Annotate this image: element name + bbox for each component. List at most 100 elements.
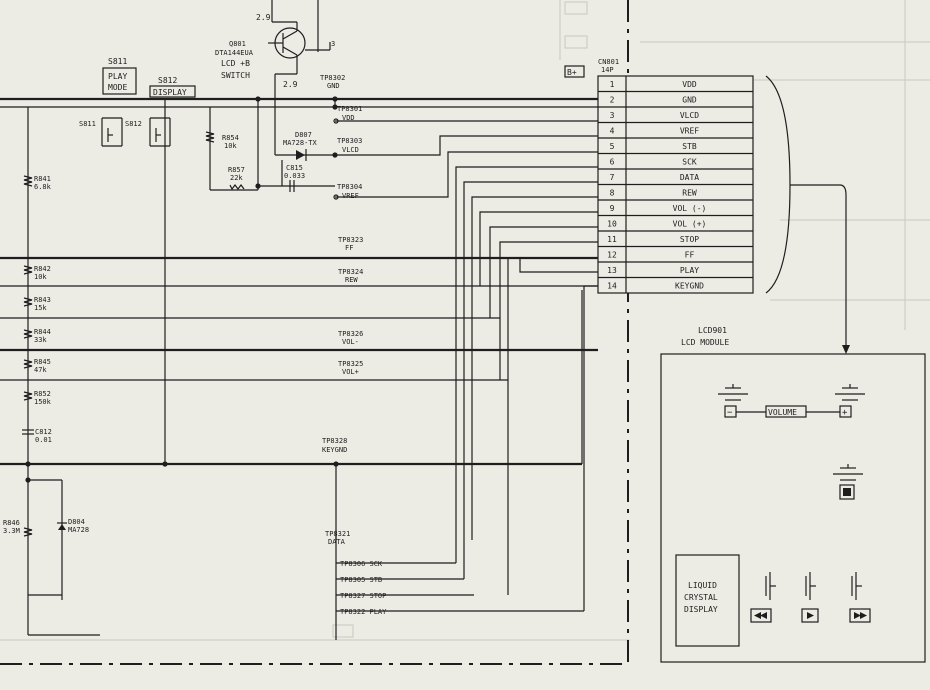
svg-text:R844: R844 (34, 328, 51, 336)
svg-text:VOL-: VOL- (342, 338, 359, 346)
testpoints-lower: TP8323 FF TP8324 REW TP8326 VOL- TP8325 … (322, 236, 387, 616)
svg-text:MA728: MA728 (68, 526, 89, 534)
cn801-pin-number: 2 (610, 96, 615, 105)
svg-text:TP8323: TP8323 (338, 236, 363, 244)
svg-text:TP8328: TP8328 (322, 437, 347, 445)
svg-text:VDD: VDD (342, 114, 355, 122)
svg-text:R843: R843 (34, 296, 51, 304)
cn801-pin-number: 3 (610, 111, 615, 120)
svg-text:0.01: 0.01 (35, 436, 52, 444)
svg-text:CRYSTAL: CRYSTAL (684, 593, 718, 602)
cn801-pin-name: GND (682, 96, 697, 105)
q801-function-line2: SWITCH (221, 71, 250, 80)
svg-text:REW: REW (345, 276, 358, 284)
svg-text:KEYGND: KEYGND (322, 446, 347, 454)
cn801-pin-name: VDD (682, 80, 697, 89)
d807-ref: D807 (295, 131, 312, 139)
liquid-crystal-display (675, 554, 740, 647)
q801-ref: Q801 (229, 40, 246, 48)
s812-ref: S812 (158, 76, 177, 85)
svg-text:D804: D804 (68, 518, 85, 526)
svg-text:TP8303: TP8303 (337, 137, 362, 145)
transistor-q801: 2.9 Q801 DTA144EUA LCD +B SWITCH 2.9 3 (215, 0, 335, 89)
svg-text:TP8327 STOP: TP8327 STOP (340, 592, 386, 600)
cn801-pin-name: STOP (680, 235, 699, 244)
stop-switch (833, 464, 863, 500)
cn801-pin-name: STB (682, 142, 697, 151)
switch-labels: S811 PLAY MODE S812 DISPLAY (102, 57, 196, 98)
volume-switches: − VOLUME + (718, 384, 865, 418)
transport-switches (750, 572, 871, 623)
lcd-module: LCD901 LCD MODULE − VOLUME + (660, 326, 926, 663)
svg-text:DISPLAY: DISPLAY (684, 605, 718, 614)
d807-part: MA728-TX (283, 139, 318, 147)
cn801-pin-number: 5 (610, 142, 615, 151)
play-icon (807, 612, 814, 619)
svg-text:TP8306 SCK: TP8306 SCK (340, 560, 383, 568)
svg-text:TP8325: TP8325 (338, 360, 363, 368)
cn801-pin-name: REW (682, 189, 697, 198)
cn801-pin-name: VLCD (680, 111, 699, 120)
svg-text:S812: S812 (125, 120, 142, 128)
cn801-pin-number: 7 (610, 173, 615, 182)
svg-text:R845: R845 (34, 358, 51, 366)
svg-text:TP8301: TP8301 (337, 105, 362, 113)
svg-text:R846: R846 (3, 519, 20, 527)
volume-plus-button[interactable] (839, 405, 852, 418)
cn801-pin-number: 13 (607, 266, 617, 275)
fast-forward-icon (854, 612, 867, 619)
vlcd-network: R854 10k R857 22k C815 0.033 D807 MA728-… (205, 107, 335, 192)
c815-value: 0.033 (284, 172, 305, 180)
cn801-pin-number: 10 (607, 220, 617, 229)
cn801-pin-name: KEYGND (675, 282, 704, 291)
connector-routing (335, 120, 598, 611)
volume-label: VOLUME (768, 408, 797, 417)
q801-pin-label: 3 (331, 40, 335, 48)
svg-text:TP8305 STB: TP8305 STB (340, 576, 382, 584)
svg-text:TP8304: TP8304 (337, 183, 362, 191)
cn801-pin-name: DATA (680, 173, 699, 182)
cn801-pin-number: 4 (610, 127, 615, 136)
testpoints-upper: TP8302 GND TP8301 VDD TP8303 VLCD TP8304… (320, 74, 362, 200)
cn801-pin-name: VOL (+) (673, 220, 707, 229)
cn801-pin-number: 11 (607, 235, 617, 244)
switch-s812: S812 (125, 117, 171, 147)
cn801-pin-number: 12 (607, 251, 617, 260)
svg-text:R842: R842 (34, 265, 51, 273)
svg-text:TP8326: TP8326 (338, 330, 363, 338)
svg-text:VOL+: VOL+ (342, 368, 359, 376)
svg-text:FF: FF (345, 244, 353, 252)
svg-text:LIQUID: LIQUID (688, 581, 717, 590)
svg-text:TP8321: TP8321 (325, 530, 350, 538)
svg-text:15k: 15k (34, 304, 47, 312)
cn801-pin-name: SCK (682, 158, 697, 167)
cn801-pin-number: 9 (610, 204, 615, 213)
svg-text:R841: R841 (34, 175, 51, 183)
switch-s811: S811 (79, 117, 123, 147)
svg-text:47k: 47k (34, 366, 47, 374)
svg-text:VREF: VREF (342, 192, 359, 200)
rewind-icon (754, 612, 767, 619)
cn801-pin-name: VREF (680, 127, 699, 136)
cn801-pin-name: FF (685, 251, 695, 260)
svg-text:3.3M: 3.3M (3, 527, 20, 535)
r854-ref: R854 (222, 134, 239, 142)
bplus-label: B+ (567, 68, 577, 77)
svg-text:TP8324: TP8324 (338, 268, 363, 276)
signal-lines (0, 107, 598, 640)
cn801-pin-number: 14 (607, 282, 617, 291)
cn801-pin-number: 8 (610, 189, 615, 198)
svg-text:DATA: DATA (328, 538, 346, 546)
svg-text:VLCD: VLCD (342, 146, 359, 154)
cn801-pin-number: 6 (610, 158, 615, 167)
q801-voltage-bottom: 2.9 (283, 80, 298, 89)
c815-ref: C815 (286, 164, 303, 172)
q801-function-line1: LCD +B (221, 59, 250, 68)
svg-text:−: − (727, 408, 733, 418)
s812-label: DISPLAY (153, 88, 187, 97)
r857-value: 22k (230, 174, 243, 182)
svg-text:S811: S811 (79, 120, 96, 128)
svg-text:GND: GND (327, 82, 340, 90)
bplus-box (564, 65, 585, 78)
cn801-pin-name: VOL (-) (673, 204, 707, 213)
